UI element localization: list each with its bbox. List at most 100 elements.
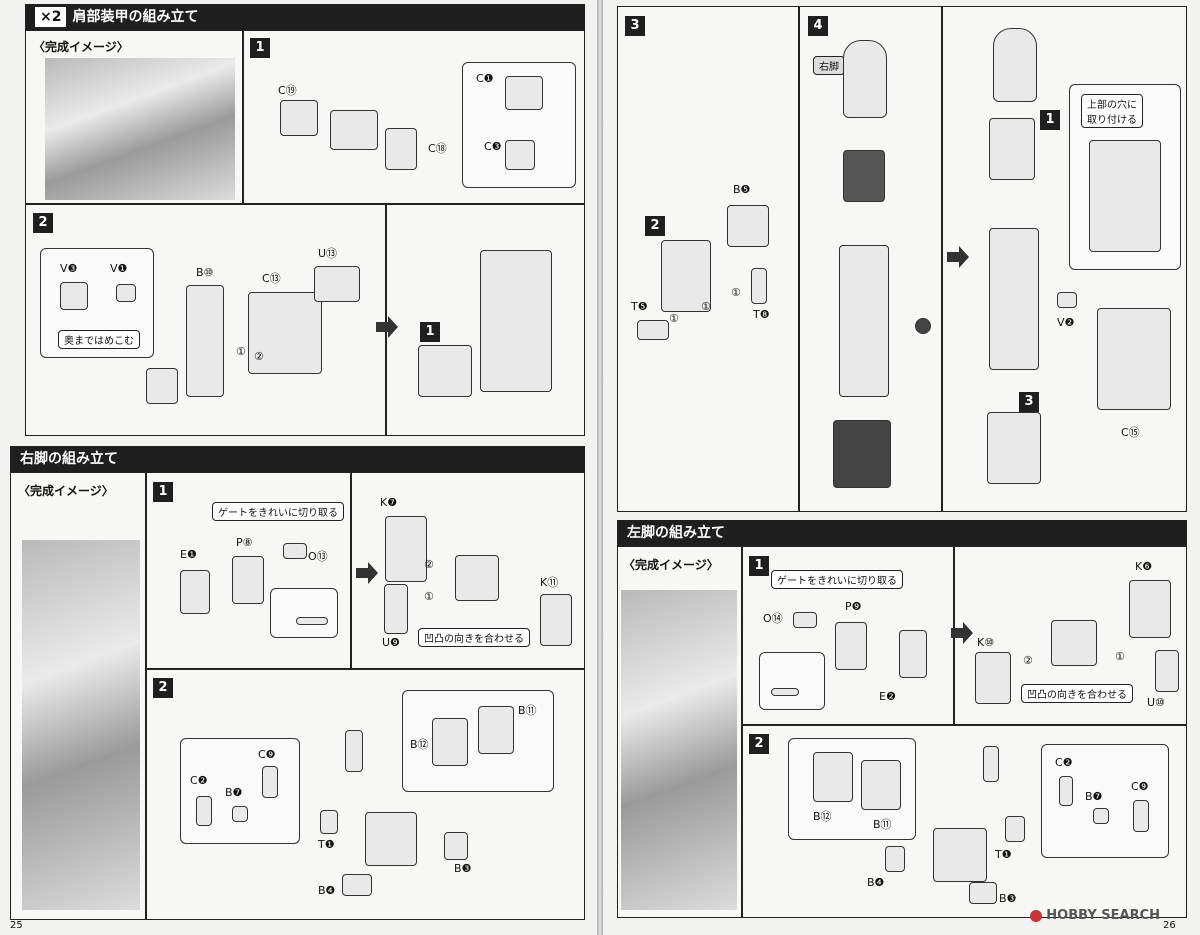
part-label: B❺ — [733, 183, 751, 196]
instruction-callout: 凹凸の向きを合わせる — [418, 628, 530, 647]
next-arrow-icon — [356, 562, 378, 584]
part-illustration — [969, 882, 997, 904]
step-marker: ② — [254, 350, 264, 363]
part-label: C❷ — [1055, 756, 1073, 769]
part-illustration — [283, 543, 307, 559]
part-illustration — [1005, 816, 1025, 842]
part-label: C❾ — [1131, 780, 1149, 793]
part-illustration — [232, 556, 264, 604]
instruction-callout: ゲートをきれいに切り取る — [771, 570, 903, 589]
part-label: C⑮ — [1121, 426, 1140, 439]
part-illustration — [232, 806, 248, 822]
step-ref-badge: 1 — [1040, 110, 1060, 130]
detail-callout-box — [759, 652, 825, 710]
part-label: T❶ — [318, 838, 335, 851]
step-number: 3 — [625, 16, 645, 36]
part-label: P❾ — [845, 600, 862, 613]
book-gutter — [597, 0, 603, 935]
part-illustration — [843, 150, 885, 202]
instruction-callout: 奥まではめこむ — [58, 330, 140, 349]
part-illustration — [1059, 776, 1073, 806]
section-header-right-leg: 右脚の組み立て — [10, 446, 585, 472]
next-arrow-icon — [947, 246, 969, 268]
completed-image-photo — [22, 540, 140, 910]
quantity-badge: ×2 — [35, 7, 67, 27]
part-illustration — [505, 140, 535, 170]
part-illustration — [432, 718, 468, 766]
part-label: B❹ — [318, 884, 336, 897]
step-marker: ② — [1023, 654, 1033, 667]
part-illustration — [280, 100, 318, 136]
part-illustration — [385, 516, 427, 582]
part-label: K❻ — [1135, 560, 1153, 573]
part-label: U❾ — [382, 636, 400, 649]
part-illustration — [314, 266, 360, 302]
part-label: B❸ — [999, 892, 1017, 905]
part-illustration — [813, 752, 853, 802]
part-illustration — [727, 205, 769, 247]
part-label: O⑬ — [308, 550, 328, 563]
part-label: P⑧ — [236, 536, 253, 549]
part-illustration — [248, 292, 322, 374]
part-illustration — [1133, 800, 1149, 832]
image-title: 〈完成イメージ〉 — [18, 484, 114, 498]
part-illustration — [993, 28, 1037, 102]
part-label: U⑩ — [1147, 696, 1165, 709]
step-ref-badge: 2 — [645, 216, 665, 236]
step-number: 2 — [749, 734, 769, 754]
part-label: O⑭ — [763, 612, 783, 625]
page-number: 26 — [1163, 920, 1176, 931]
part-illustration — [116, 284, 136, 302]
part-label: B⑪ — [518, 704, 537, 717]
part-illustration — [983, 746, 999, 782]
part-illustration — [885, 846, 905, 872]
part-label: C❶ — [476, 72, 494, 85]
watermark-logo-icon — [1030, 909, 1043, 922]
part-label: C❷ — [190, 774, 208, 787]
part-illustration — [771, 688, 799, 696]
step-number: 2 — [153, 678, 173, 698]
part-illustration — [793, 612, 817, 628]
part-label: B⑩ — [196, 266, 214, 279]
part-label: B❸ — [454, 862, 472, 875]
part-illustration — [540, 594, 572, 646]
right-page: 3 2 B❺ T❺ T❽ ① ① ① 4 右脚 1 3 上部の穴に 取り付ける … — [603, 0, 1200, 935]
part-illustration — [975, 652, 1011, 704]
step-marker: ① — [731, 286, 741, 299]
part-label: C❾ — [258, 748, 276, 761]
step-ref-badge: 1 — [420, 322, 440, 342]
watermark-text: HOBBY SEARCH — [1046, 908, 1160, 923]
part-illustration — [320, 810, 338, 834]
part-label: V❷ — [1057, 316, 1075, 329]
part-illustration — [365, 812, 417, 866]
part-illustration — [1057, 292, 1077, 308]
part-illustration — [1129, 580, 1171, 638]
step-ref-badge: 3 — [1019, 392, 1039, 412]
section-title: 右脚の組み立て — [20, 451, 118, 467]
part-illustration — [478, 706, 514, 754]
step-number: 1 — [250, 38, 270, 58]
step-marker: ① — [424, 590, 434, 603]
part-illustration — [915, 318, 931, 334]
part-illustration — [384, 584, 408, 634]
part-label: C⑲ — [278, 84, 297, 97]
page-number: 25 — [10, 920, 23, 931]
completed-image-photo — [621, 590, 737, 910]
section-header-shoulder: ×2 肩部装甲の組み立て — [25, 4, 585, 30]
part-label: B⑪ — [873, 818, 892, 831]
part-label: E❶ — [180, 548, 197, 561]
part-illustration — [899, 630, 927, 678]
part-label: B❼ — [225, 786, 243, 799]
part-illustration — [661, 240, 711, 312]
part-label: V❸ — [60, 262, 78, 275]
part-label: B❼ — [1085, 790, 1103, 803]
part-illustration — [262, 766, 278, 798]
completed-image-photo — [45, 58, 235, 200]
part-label: U⑬ — [318, 247, 338, 260]
part-illustration — [180, 570, 210, 614]
section-title: 肩部装甲の組み立て — [72, 9, 199, 25]
instruction-callout: ゲートをきれいに切り取る — [212, 502, 344, 521]
part-illustration — [1155, 650, 1179, 692]
part-illustration — [1089, 140, 1161, 252]
